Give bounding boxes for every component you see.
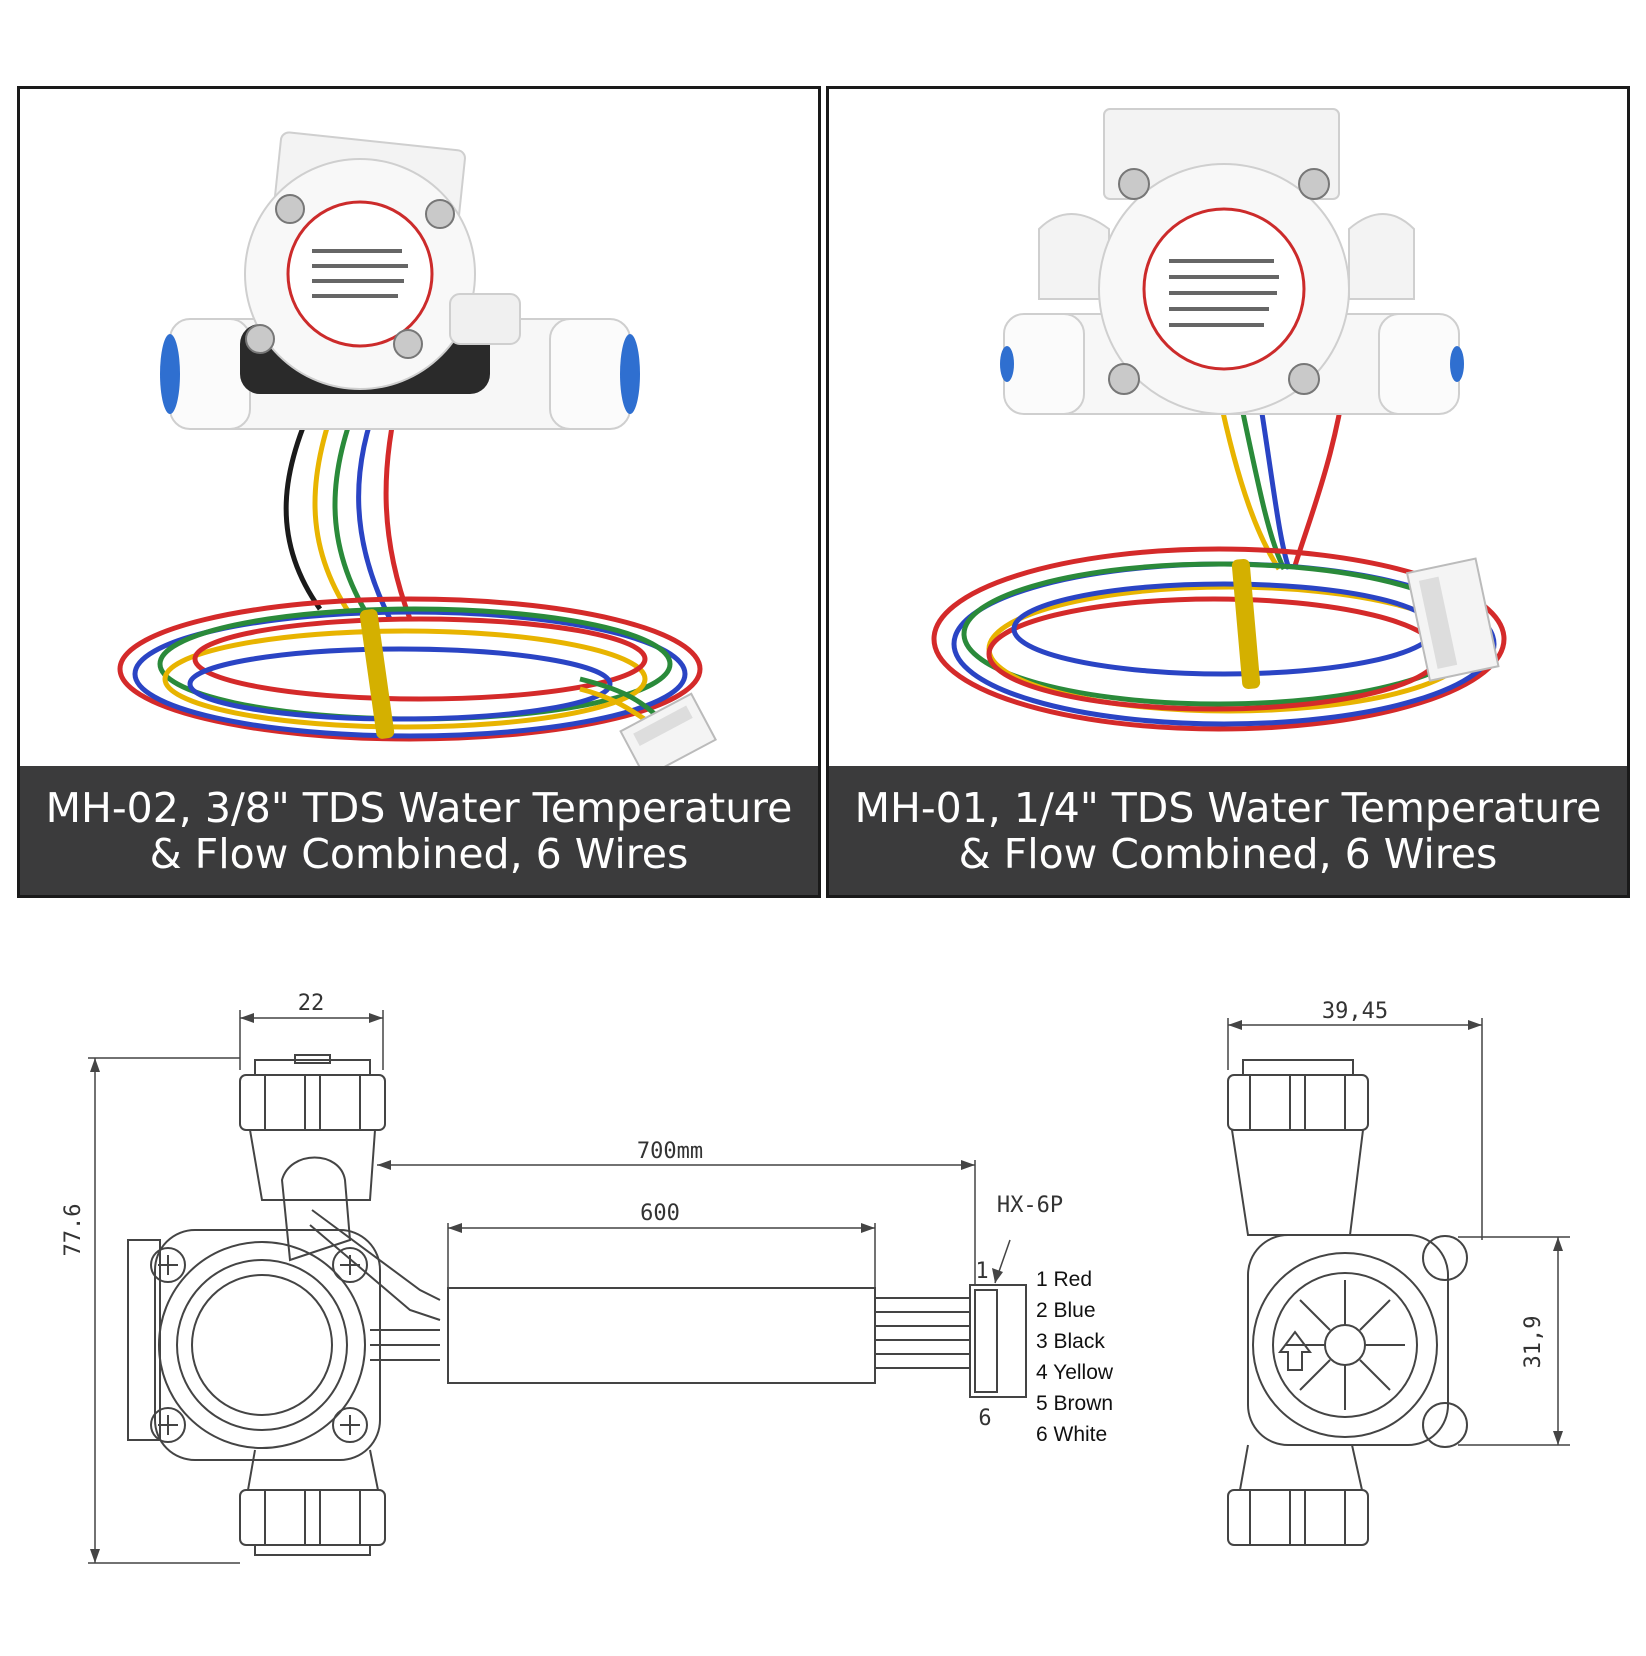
pin-last-label: 6 bbox=[978, 1406, 991, 1431]
front-screws bbox=[150, 1247, 368, 1443]
front-body bbox=[127, 1156, 441, 1461]
caption-line-1: MH-01, 1/4" TDS Water Temperature bbox=[854, 783, 1602, 832]
dim-height-label: 77.6 bbox=[61, 1204, 86, 1257]
caption-mh01: MH-01, 1/4" TDS Water Temperature & Flow… bbox=[829, 766, 1627, 895]
pin-5: 5 Brown bbox=[1036, 1392, 1113, 1415]
cable-wires bbox=[875, 1297, 970, 1369]
pin-6: 6 White bbox=[1036, 1423, 1107, 1446]
caption-line-2: & Flow Combined, 6 Wires bbox=[958, 829, 1498, 878]
front-bottom-fitting bbox=[239, 1449, 386, 1556]
dim-width-label: 22 bbox=[298, 991, 325, 1016]
dim-cable-total-label: 700mm bbox=[637, 1139, 703, 1164]
front-top-fitting bbox=[239, 1054, 386, 1201]
cable-sleeve bbox=[447, 1287, 876, 1384]
pin-1: 1 Red bbox=[1036, 1268, 1092, 1291]
pin-first-label: 1 bbox=[975, 1259, 988, 1284]
hx-6p-connector bbox=[969, 1284, 1027, 1398]
pin-2: 2 Blue bbox=[1036, 1299, 1096, 1322]
sensor-photo-mh02 bbox=[117, 131, 717, 769]
pin-legend: 1 Red 2 Blue 3 Black 4 Yellow 5 Brown 6 … bbox=[1036, 1268, 1114, 1446]
product-panel-mh02: MH-02, 3/8" TDS Water Temperature & Flow… bbox=[17, 86, 821, 898]
caption-mh02: MH-02, 3/8" TDS Water Temperature & Flow… bbox=[20, 766, 818, 895]
pin-4: 4 Yellow bbox=[1036, 1361, 1114, 1384]
dim-cable-sleeve-label: 600 bbox=[640, 1201, 680, 1226]
dimension-arrows bbox=[90, 1013, 1563, 1563]
sensor-photo-mh01 bbox=[931, 108, 1507, 732]
side-width-label: 39,45 bbox=[1322, 999, 1388, 1024]
caption-line-2: & Flow Combined, 6 Wires bbox=[149, 829, 689, 878]
pin-3: 3 Black bbox=[1036, 1330, 1105, 1353]
dimension-lines bbox=[88, 1010, 1570, 1564]
product-panel-mh01: MH-01, 1/4" TDS Water Temperature & Flow… bbox=[826, 86, 1630, 898]
connector-label: HX-6P bbox=[997, 1193, 1063, 1218]
side-view bbox=[1227, 1059, 1468, 1546]
caption-line-1: MH-02, 3/8" TDS Water Temperature bbox=[45, 783, 793, 832]
side-height-label: 31,9 bbox=[1521, 1316, 1546, 1369]
technical-drawing: 22 77.6 700mm 600 HX-6P 1 6 39,45 31,9 1… bbox=[61, 991, 1570, 1564]
